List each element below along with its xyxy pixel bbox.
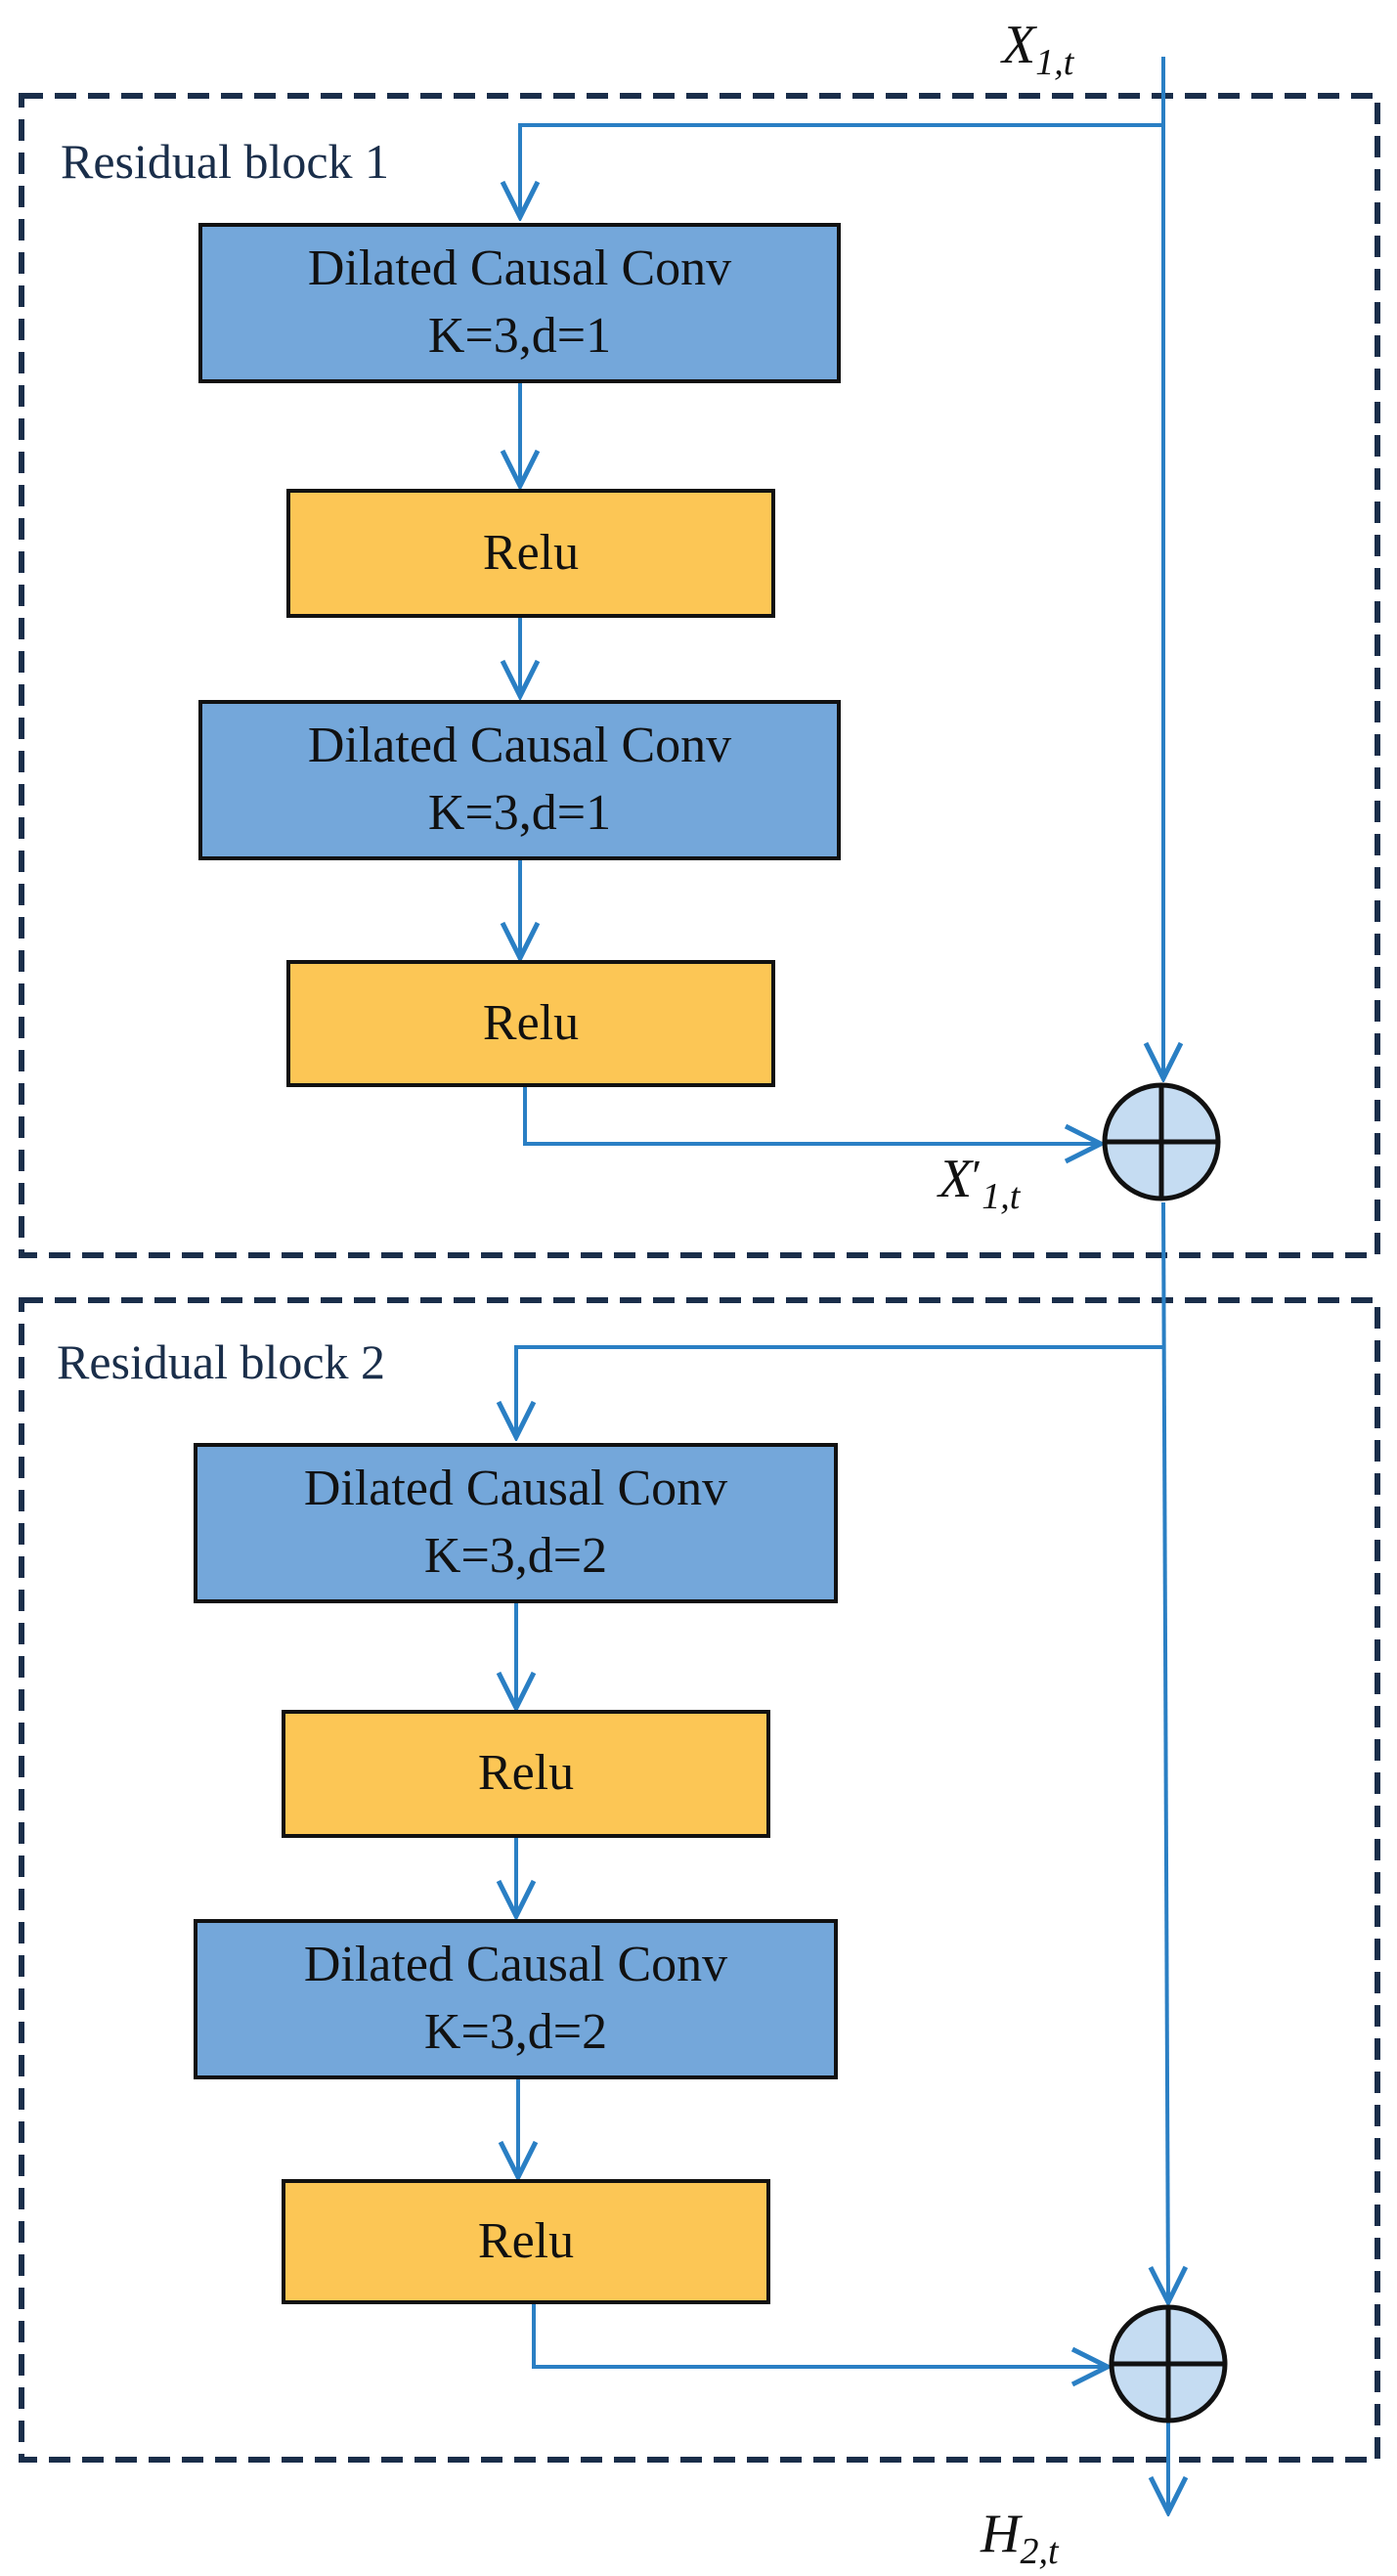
relu-label: Relu [482,524,580,581]
skip-trunk-2 [1163,1201,1168,2302]
block1-dilated-causal-conv-2: Dilated Causal Conv K=3,d=1 [198,700,841,860]
conv-title: Dilated Causal Conv [307,240,732,297]
conv-params: K=3,d=2 [423,2004,608,2060]
relu-label: Relu [477,1745,575,1802]
block2-arrow-relu2-adder [532,2304,1108,2367]
block1-dilated-causal-conv-1: Dilated Causal Conv K=3,d=1 [198,223,841,383]
residual-block-2-label: Residual block 2 [57,1334,386,1389]
input-variable-label: X1,t [1002,15,1074,83]
conv-title: Dilated Causal Conv [303,1461,728,1517]
block2-dilated-causal-conv-1: Dilated Causal Conv K=3,d=2 [194,1443,838,1603]
final-output-variable-label: H2,t [981,2504,1059,2572]
conv-params: K=3,d=1 [427,308,612,364]
block2-dilated-causal-conv-2: Dilated Causal Conv K=3,d=2 [194,1919,838,2079]
block2-input-branch [516,1345,1164,1437]
residual-block-2-border [19,1297,1380,2463]
block1-relu-1: Relu [286,489,775,618]
block1-output-variable-label: X′1,t [939,1149,1021,1217]
block2-relu-1: Relu [282,1710,770,1838]
residual-block-1-border [19,93,1380,1258]
relu-label: Relu [477,2212,575,2269]
adder-1 [1102,1082,1221,1201]
conv-params: K=3,d=2 [423,1528,608,1584]
block2-relu-2: Relu [282,2179,770,2304]
conv-title: Dilated Causal Conv [303,1937,728,1993]
conv-title: Dilated Causal Conv [307,718,732,774]
adder-2 [1109,2304,1228,2423]
relu-label: Relu [482,994,580,1051]
block1-arrow-relu2-adder [523,1087,1101,1144]
block1-relu-2: Relu [286,960,775,1087]
residual-block-1-label: Residual block 1 [61,134,390,189]
block1-input-branch [520,123,1163,217]
conv-params: K=3,d=1 [427,785,612,841]
